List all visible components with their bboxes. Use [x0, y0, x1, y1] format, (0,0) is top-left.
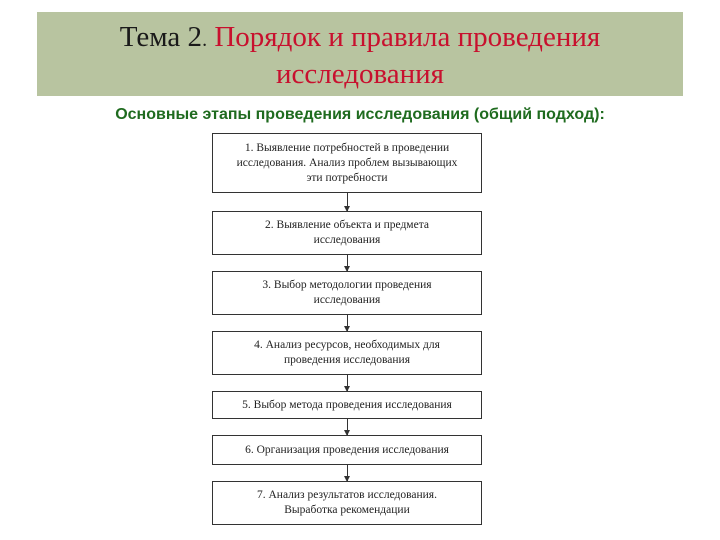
subtitle: Основные этапы проведения исследования (…: [115, 106, 605, 123]
arrow-4-5: [344, 375, 350, 392]
title-line-2: исследования: [37, 57, 683, 91]
title-text-line-1: Порядок и правила проведения: [214, 21, 601, 53]
title-line-1: Тема 2. Порядок и правила проведения: [37, 20, 683, 57]
step-box-3: 3. Выбор методологии проведения исследов…: [212, 271, 482, 315]
arrow-5-6: [344, 419, 350, 436]
step-box-2: 2. Выявление объекта и предмета исследов…: [212, 211, 482, 255]
arrow-2-3: [344, 255, 350, 272]
step-box-6: 6. Организация проведения исследования: [212, 435, 482, 465]
title-dot: .: [202, 29, 208, 51]
arrow-6-7: [344, 465, 350, 482]
topic-number: Тема 2: [119, 21, 203, 53]
arrow-1-2: [344, 193, 350, 212]
step-box-4: 4. Анализ ресурсов, необходимых для пров…: [212, 331, 482, 375]
step-box-5: 5. Выбор метода проведения исследования: [212, 391, 482, 419]
step-box-1: 1. Выявление потребностей в проведении и…: [212, 133, 482, 193]
title-band: Тема 2. Порядок и правила проведения исс…: [37, 12, 683, 96]
arrow-3-4: [344, 315, 350, 332]
title-text-line-2: исследования: [275, 58, 445, 90]
step-box-7: 7. Анализ результатов исследования. Выра…: [212, 481, 482, 525]
